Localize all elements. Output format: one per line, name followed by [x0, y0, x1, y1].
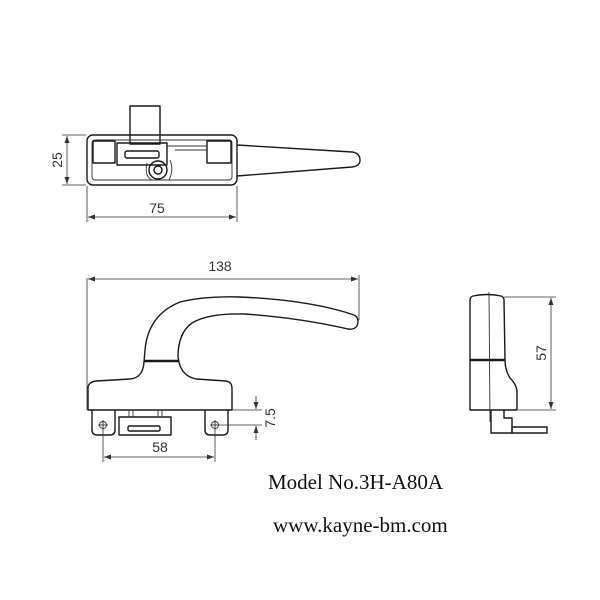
side-bar [511, 426, 548, 434]
dim-138: 138 [208, 258, 232, 274]
spindle-block [129, 105, 161, 145]
lever-top [236, 144, 361, 177]
front-view: 138 58 7.5 [86, 258, 360, 462]
left-lug [91, 409, 116, 436]
side-spindle [490, 409, 513, 434]
model-number: Model No.3H-A80A [268, 470, 443, 494]
top-view: 25 75 [49, 105, 361, 222]
base-inner [91, 139, 233, 181]
center-plate [118, 416, 172, 436]
base-outline [86, 134, 238, 186]
slot [124, 150, 160, 159]
slot-plate [116, 142, 168, 166]
website-url: www.kayne-bm.com [273, 513, 448, 537]
side-view: 57 [469, 291, 556, 434]
dim-57: 57 [533, 345, 549, 361]
side-body [469, 293, 518, 411]
roller [148, 160, 168, 180]
dim-7-5: 7.5 [262, 408, 278, 428]
dim-75: 75 [149, 200, 165, 216]
dim-58: 58 [152, 439, 168, 455]
right-lug [204, 409, 229, 436]
dim-25: 25 [49, 152, 65, 168]
left-block [92, 140, 116, 164]
handle-body [87, 296, 359, 411]
right-block [206, 140, 232, 164]
